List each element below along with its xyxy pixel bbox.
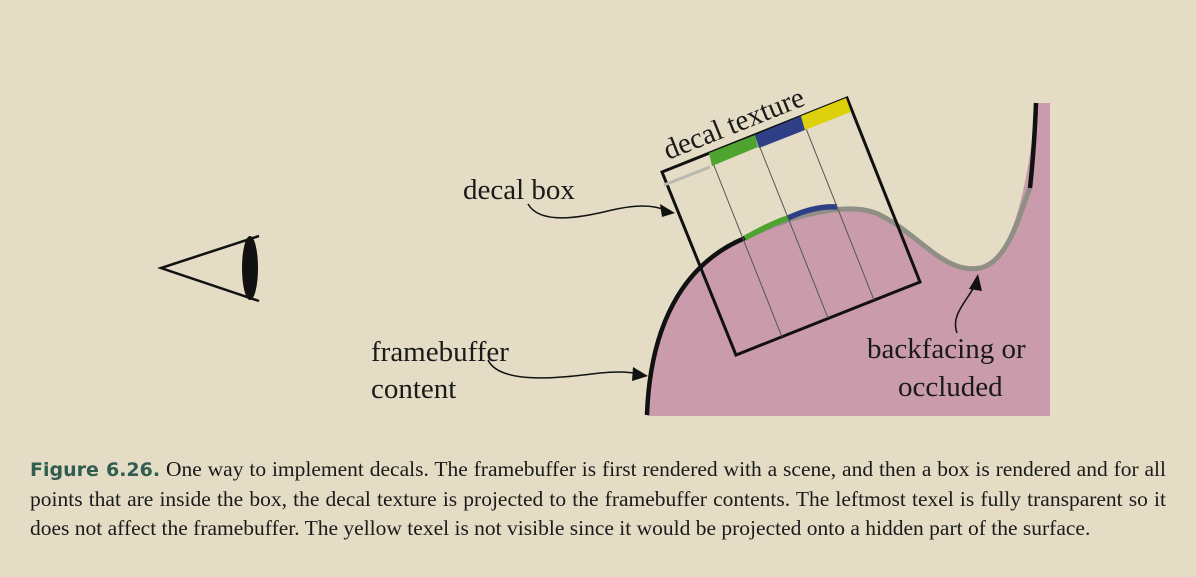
framebuffer-arrow bbox=[487, 359, 644, 379]
framebuffer-arrowhead bbox=[632, 367, 648, 381]
decal-box-arrowhead bbox=[660, 204, 675, 217]
blue-texel bbox=[755, 116, 805, 148]
projected-green-texel bbox=[743, 215, 789, 241]
framebuffer-label: framebuffer bbox=[371, 336, 509, 368]
projection-lines bbox=[708, 115, 875, 338]
framebuffer-surface bbox=[647, 103, 1050, 416]
surface-silhouette bbox=[644, 235, 746, 416]
backfacing-label: backfacing or bbox=[867, 333, 1026, 365]
figure-caption: Figure 6.26. One way to implement decals… bbox=[30, 455, 1166, 543]
figure-number: Figure 6.26. bbox=[30, 459, 161, 481]
backfacing-arrowhead bbox=[969, 274, 982, 291]
eye-icon bbox=[157, 234, 260, 303]
green-texel bbox=[709, 135, 758, 166]
backfacing-surface bbox=[743, 186, 1033, 272]
decal-box-label: decal box bbox=[463, 174, 575, 206]
framebuffer-label-line2: content bbox=[371, 373, 456, 405]
decal-box-arrow bbox=[527, 203, 669, 219]
surface-right-edge bbox=[1027, 102, 1039, 189]
caption-text: One way to implement decals. The framebu… bbox=[30, 457, 1166, 540]
yellow-texel bbox=[801, 98, 851, 130]
backfacing-label-line2: occluded bbox=[898, 371, 1003, 403]
transparent-texel bbox=[663, 165, 711, 187]
decal-diagram: decal texture decal box framebuffer cont… bbox=[157, 81, 1050, 416]
projected-blue-texel bbox=[786, 204, 838, 221]
